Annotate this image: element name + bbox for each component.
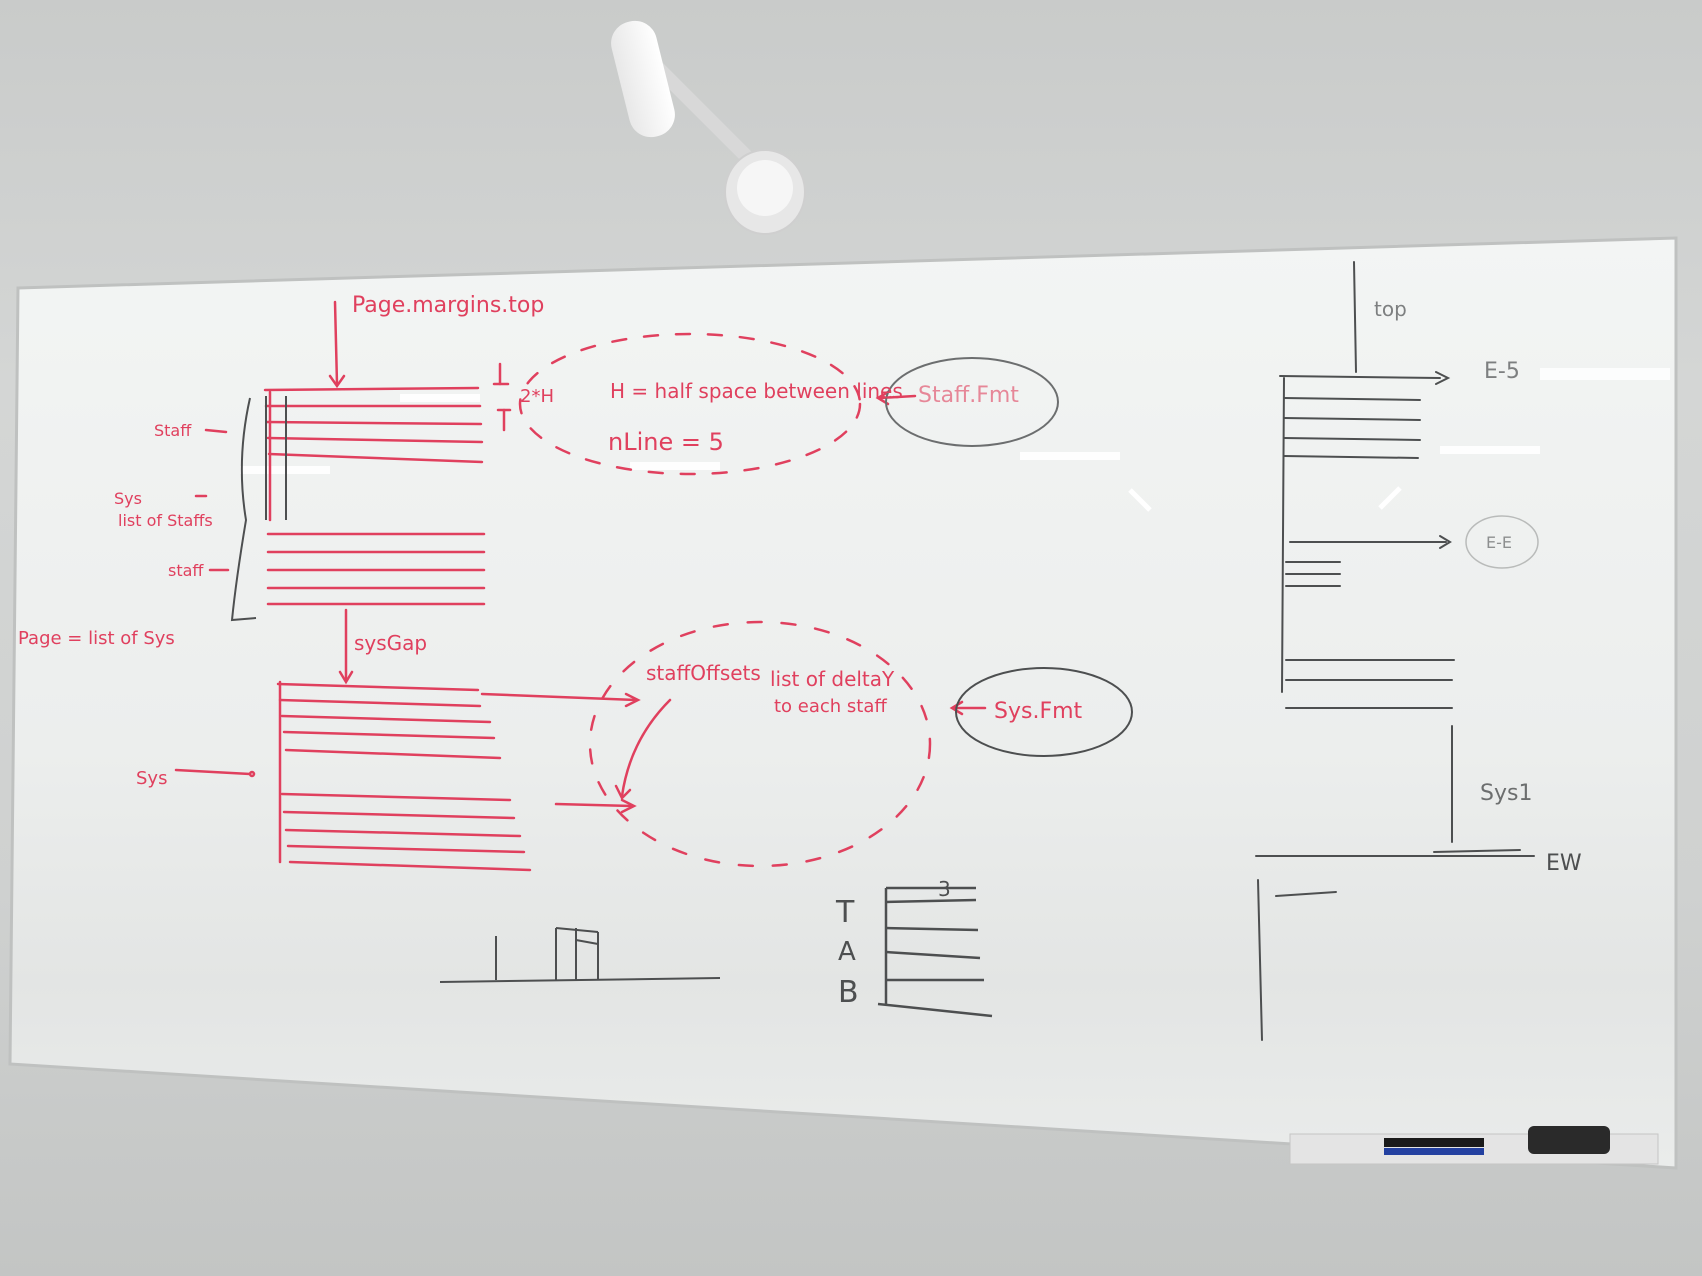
sys-gap-label: sysGap: [354, 631, 427, 655]
h-definition-label: H = half space between lines: [610, 379, 903, 403]
to-each-staff-label: to each staff: [774, 696, 887, 717]
red-labels: Page.margins.top 2*H H = half space betw…: [18, 293, 1083, 789]
staff-offsets-label: staffOffsets: [646, 661, 761, 685]
staff-system-diagram: [174, 300, 987, 872]
staff-label-1: Staff: [154, 421, 192, 440]
tab-t-label: T: [835, 895, 855, 930]
gray-labels: top E-5 E-E Sys1 EW 3 T A B: [835, 297, 1582, 1010]
sys-fmt-label: Sys.Fmt: [994, 699, 1083, 724]
page-margins-top-label: Page.margins.top: [352, 293, 544, 318]
sys-label-2: Sys: [136, 768, 167, 789]
gray-sketch-left: [230, 396, 287, 622]
ew-label: EW: [1546, 851, 1582, 876]
ee-circle: [1465, 515, 1539, 569]
note-sketch: [439, 927, 721, 983]
ee-label: E-E: [1486, 533, 1512, 552]
tab-three-label: 3: [938, 877, 951, 901]
sys1-label: Sys1: [1480, 781, 1532, 806]
wall-lamp: [611, 20, 806, 235]
staff-fmt-circle: [885, 357, 1059, 447]
list-delta-label: list of deltaY: [770, 667, 895, 691]
e5-label: E-5: [1484, 359, 1520, 384]
sys-fmt-circle: [955, 667, 1133, 757]
top-label: top: [1374, 297, 1407, 321]
staff-label-2: staff: [168, 561, 204, 580]
tab-staff: [877, 886, 993, 1018]
sys-label-1: Sys: [114, 489, 142, 508]
tab-a-label: A: [838, 937, 856, 967]
right-sketch: [1255, 261, 1535, 1041]
tab-b-label: B: [838, 975, 859, 1010]
list-of-staffs-label: list of Staffs: [118, 511, 213, 530]
two-h-label: 2*H: [520, 386, 554, 407]
staff-fmt-label: Staff.Fmt: [918, 383, 1019, 408]
page-definition-label: Page = list of Sys: [18, 628, 175, 649]
nline-label: nLine = 5: [608, 428, 724, 456]
